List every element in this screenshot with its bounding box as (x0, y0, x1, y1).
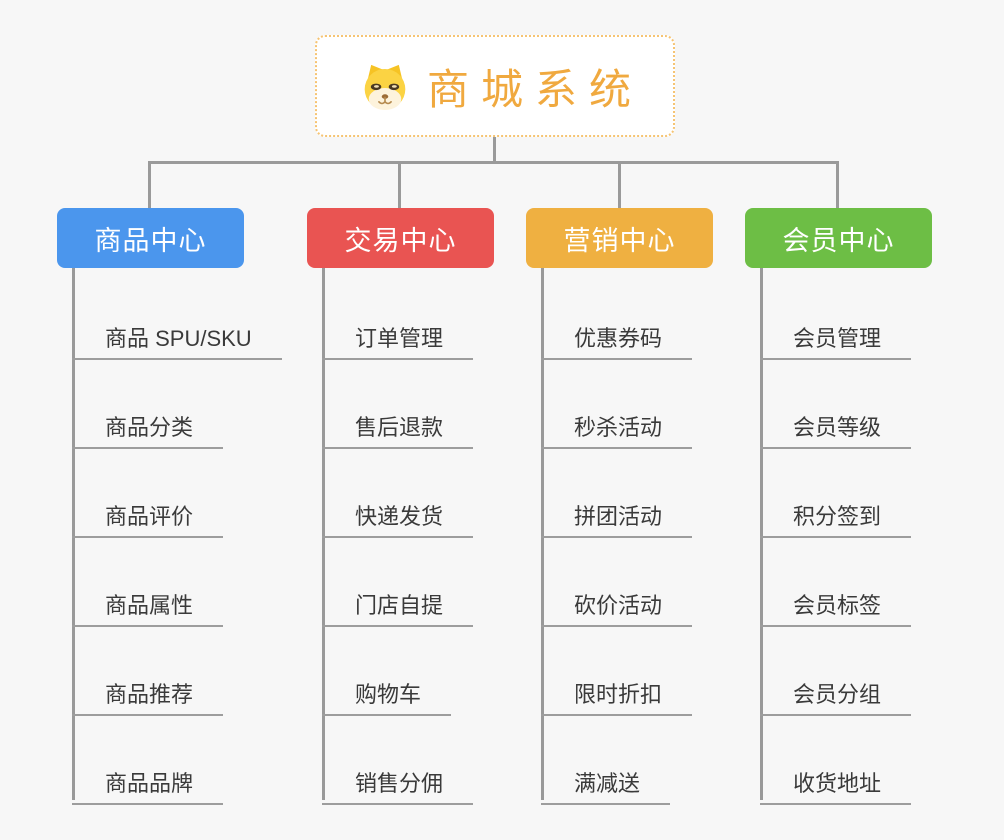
subtopic-item[interactable]: 商品属性 (72, 582, 224, 627)
subtopic-item[interactable]: 拼团活动 (541, 493, 693, 538)
subtopic-item[interactable]: 会员标签 (760, 582, 912, 627)
subtopic-item[interactable]: 商品 SPU/SKU (72, 315, 282, 360)
subtopic-item[interactable]: 限时折扣 (541, 671, 693, 716)
connector-drop-marketing (618, 161, 621, 208)
branch-node-marketing-center[interactable]: 营销中心 (526, 208, 713, 268)
subtopic-item[interactable]: 秒杀活动 (541, 404, 693, 449)
connector-drop-product (148, 161, 151, 208)
subtopic-item[interactable]: 商品推荐 (72, 671, 224, 716)
trunk-line (760, 268, 763, 800)
subtopic-item[interactable]: 会员管理 (760, 315, 912, 360)
subtopic-item[interactable]: 商品评价 (72, 493, 224, 538)
connector-drop-member (836, 161, 839, 208)
connector-rail (149, 161, 839, 164)
subtopic-item[interactable]: 购物车 (322, 671, 452, 716)
subtopic-item[interactable]: 积分签到 (760, 493, 912, 538)
subtopic-item[interactable]: 优惠券码 (541, 315, 693, 360)
root-title: 商城系统 (426, 65, 643, 113)
subtopic-item[interactable]: 满减送 (541, 760, 671, 805)
root-node[interactable]: 商城系统 (315, 35, 675, 137)
subtopic-item[interactable]: 会员等级 (760, 404, 912, 449)
subtopic-item[interactable]: 订单管理 (322, 315, 474, 360)
subtopic-item[interactable]: 商品分类 (72, 404, 224, 449)
subtopic-item[interactable]: 收货地址 (760, 760, 912, 805)
subtopic-item[interactable]: 商品品牌 (72, 760, 224, 805)
trunk-line (541, 268, 544, 800)
connector-root-drop (493, 137, 496, 164)
connector-drop-trade (398, 161, 401, 208)
subtopic-item[interactable]: 销售分佣 (322, 760, 474, 805)
subtopic-item[interactable]: 会员分组 (760, 671, 912, 716)
branch-node-trade-center[interactable]: 交易中心 (307, 208, 494, 268)
subtopic-item[interactable]: 门店自提 (322, 582, 474, 627)
branch-node-member-center[interactable]: 会员中心 (745, 208, 932, 268)
subtopic-item[interactable]: 砍价活动 (541, 582, 693, 627)
subtopic-item[interactable]: 快递发货 (322, 493, 474, 538)
branch-node-product-center[interactable]: 商品中心 (57, 208, 244, 268)
subtopic-item[interactable]: 售后退款 (322, 404, 474, 449)
trunk-line (322, 268, 325, 800)
dog-face-icon (359, 60, 411, 112)
trunk-line (72, 268, 75, 800)
